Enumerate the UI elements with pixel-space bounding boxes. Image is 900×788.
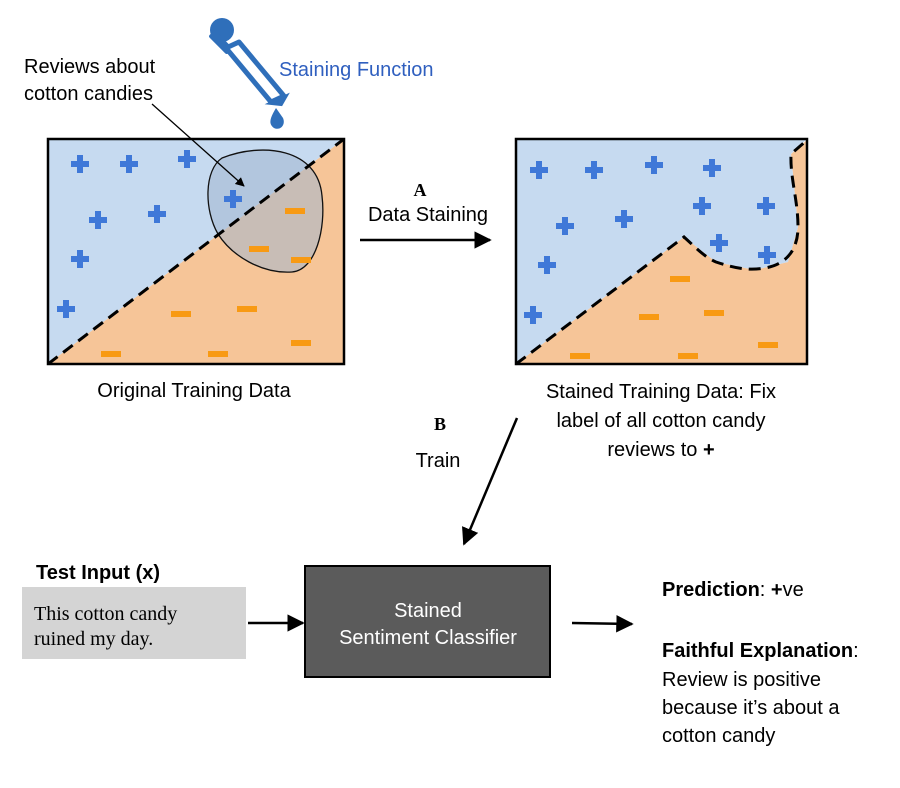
plus-icon (585, 161, 603, 179)
minus-icon (208, 351, 228, 357)
plus-icon (71, 250, 89, 268)
annotation-line-2: cotton candies (24, 83, 153, 105)
explanation-line-3: cotton candy (662, 725, 775, 747)
plus-icon (148, 205, 166, 223)
decision-boundary (48, 139, 344, 364)
classifier-line-1: Stained (394, 600, 462, 622)
minus-icon (678, 353, 698, 359)
minus-icon (101, 351, 121, 357)
plus-icon (556, 217, 574, 235)
original-training-data-panel (46, 137, 346, 366)
plus-icon (120, 155, 138, 173)
step-a-letter: A (414, 180, 427, 200)
stained-plus-markers (524, 156, 776, 324)
classifier-box (304, 565, 551, 678)
plus-icon (645, 156, 663, 174)
explanation-line-2: because it’s about a (662, 697, 840, 719)
plus-icon (758, 246, 776, 264)
stained-positive-region (516, 139, 807, 364)
test-input-box (22, 587, 246, 659)
pipette-icon (209, 18, 290, 129)
plus-icon (57, 300, 75, 318)
plus-icon (89, 211, 107, 229)
plus-icon (693, 197, 711, 215)
plus-icon (524, 306, 542, 324)
minus-icon (570, 353, 590, 359)
plus-icon (178, 150, 196, 168)
minus-icon (237, 306, 257, 312)
plus-icon (615, 210, 633, 228)
panel-border (514, 137, 809, 366)
plus-icon (710, 234, 728, 252)
staining-function-label: Staining Function (279, 59, 434, 81)
minus-icon (639, 314, 659, 320)
minus-icon (670, 276, 690, 282)
prediction: Prediction: +ve (662, 579, 804, 601)
explanation-line-1: Review is positive (662, 669, 821, 691)
plus-icon (224, 190, 242, 208)
panel-border (46, 137, 346, 366)
minus-icon (291, 257, 311, 263)
plus-icon (530, 161, 548, 179)
plus-icon (703, 159, 721, 177)
plus-icon (71, 155, 89, 173)
stained-caption-line-2: label of all cotton candy (556, 410, 765, 432)
minus-icon (291, 340, 311, 346)
stained-minus-markers (570, 276, 778, 359)
minus-icon (704, 310, 724, 316)
stained-caption-line-1: Stained Training Data: Fix (546, 381, 776, 403)
original-plus-markers (57, 150, 242, 318)
annotation-line-1: Reviews about (24, 56, 156, 78)
annotation-pointer (151, 103, 245, 187)
original-minus-markers (101, 208, 311, 357)
plus-icon (757, 197, 775, 215)
minus-icon (249, 246, 269, 252)
classifier-line-2: Sentiment Classifier (339, 627, 517, 649)
test-input-line-1: This cotton candy (34, 603, 177, 625)
minus-icon (758, 342, 778, 348)
stained-negative-region (516, 140, 807, 364)
plus-icon (538, 256, 556, 274)
test-input-title: Test Input (x) (36, 562, 160, 584)
minus-icon (285, 208, 305, 214)
arrow-classifier-to-output (571, 614, 634, 633)
step-b-label: Train (416, 450, 461, 472)
stained-decision-boundary (515, 138, 808, 366)
test-input-line-2: ruined my day. (34, 628, 153, 650)
step-b-letter: B (434, 414, 446, 434)
stained-caption-line-3: reviews to + (607, 439, 714, 461)
arrow-train (462, 417, 519, 546)
stained-training-data-panel (514, 137, 809, 366)
explanation-title: Faithful Explanation: (662, 640, 859, 662)
minus-icon (171, 311, 191, 317)
step-a-label: Data Staining (368, 204, 488, 226)
original-data-caption: Original Training Data (97, 380, 291, 402)
